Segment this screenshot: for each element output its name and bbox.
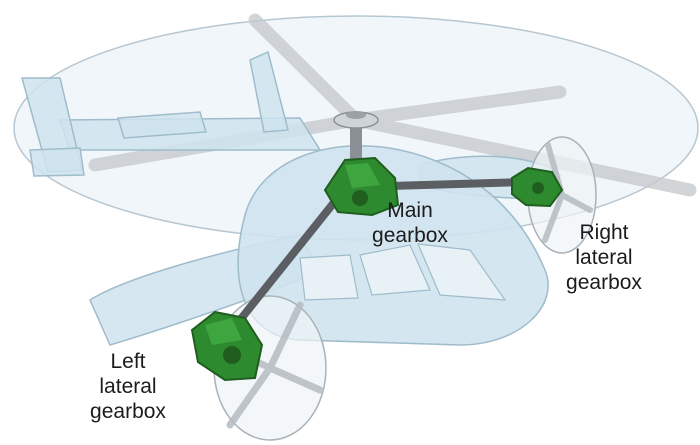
rotor-mast <box>350 122 362 160</box>
main-gearbox-shape <box>323 156 400 217</box>
main-gearbox-label-line-1: Main <box>387 199 433 222</box>
drive-shafts <box>224 178 529 339</box>
rotor-hub-cap <box>346 111 366 119</box>
left-lateral-gearbox-label: Left lateral gearbox <box>78 349 178 424</box>
right-drive-shaft <box>386 178 529 190</box>
left-lateral-gearbox-label-line-1: Left <box>110 350 146 373</box>
main-gearbox-label-line-2: gearbox <box>372 224 448 247</box>
left-drive-shaft <box>224 191 344 339</box>
right-lateral-gearbox-label-line-2: lateral <box>575 246 633 269</box>
right-lateral-gearbox-label-line-3: gearbox <box>566 271 642 294</box>
left-lateral-gearbox-label-line-3: gearbox <box>90 400 166 423</box>
cockpit-windows <box>299 243 507 301</box>
right-lateral-gearbox-shape <box>511 166 564 208</box>
right-lateral-gearbox-label-line-1: Right <box>579 221 629 244</box>
main-gearbox-label: Main gearbox <box>362 198 458 248</box>
left-lateral-gearbox-label-line-2: lateral <box>99 375 157 398</box>
left-lateral-gearbox-shape <box>190 310 264 382</box>
right-lateral-gearbox-label: Right lateral gearbox <box>552 220 656 295</box>
tail-section <box>21 50 322 177</box>
